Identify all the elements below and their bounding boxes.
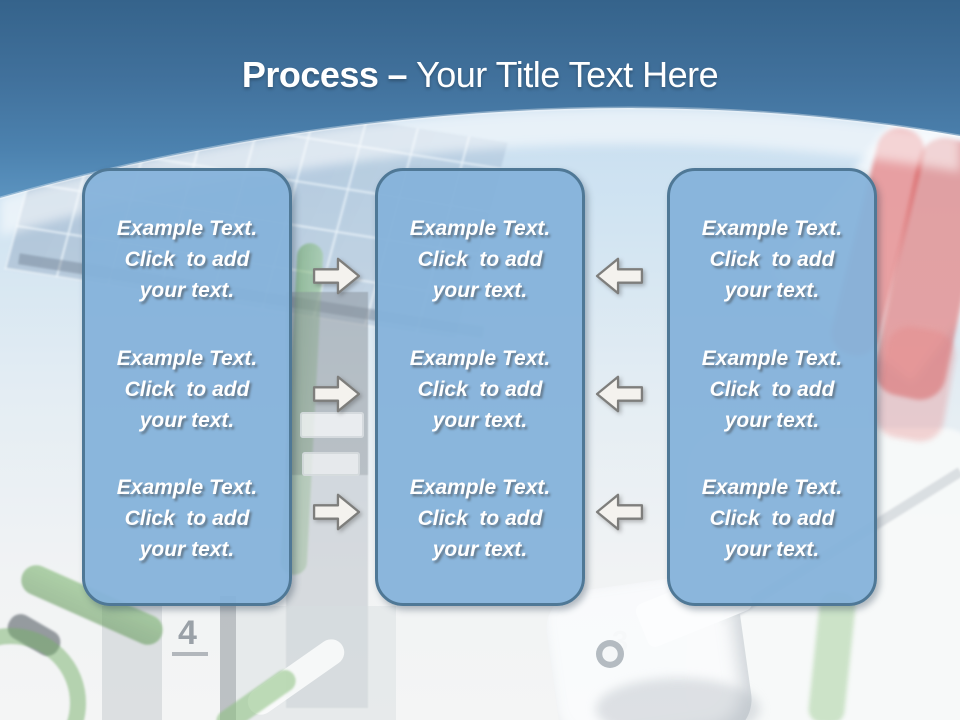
arrow-right-icon	[312, 257, 361, 295]
text-placeholder[interactable]: Example Text. Click to add your text.	[409, 346, 551, 432]
pillar-number-underline	[172, 652, 208, 656]
arrow-right-icon	[312, 375, 361, 413]
text-placeholder[interactable]: Example Text. Click to add your text.	[116, 217, 258, 302]
text-placeholder[interactable]: Example Text. Click to add your text.	[116, 346, 258, 432]
pillar-label-plate	[300, 412, 364, 438]
text-placeholder[interactable]: Example Text. Click to add your text.	[116, 476, 258, 561]
slide-title: Process–Your Title Text Here	[0, 52, 960, 98]
text-placeholder[interactable]: Example Text. Click to add your text.	[409, 217, 551, 302]
arrow-right-icon	[312, 493, 361, 531]
arrow-left-icon	[595, 257, 644, 295]
process-box-middle[interactable]: Example Text. Click to add your text. Ex…	[375, 168, 585, 606]
arrow-left-icon	[595, 493, 644, 531]
charging-pillar-image	[220, 596, 236, 720]
pillar-number: 4	[178, 614, 197, 652]
ev-plug-shadow-image	[596, 678, 760, 720]
title-separator: –	[387, 54, 407, 95]
pillar-label-plate	[302, 452, 360, 476]
title-text: Your Title Text Here	[415, 54, 719, 95]
text-placeholder[interactable]: Example Text. Click to add your text.	[701, 217, 843, 302]
arrow-left-icon	[595, 375, 644, 413]
process-box-left[interactable]: Example Text. Click to add your text. Ex…	[82, 168, 292, 606]
process-box-right[interactable]: Example Text. Click to add your text. Ex…	[667, 168, 877, 606]
title-emphasis: Process	[241, 54, 379, 95]
header-swoosh	[0, 0, 960, 236]
ev-plug-socket-image	[596, 640, 624, 668]
text-placeholder[interactable]: Example Text. Click to add your text.	[701, 476, 843, 561]
green-cable-image	[0, 628, 86, 720]
text-placeholder[interactable]: Example Text. Click to add your text.	[409, 476, 551, 561]
text-placeholder[interactable]: Example Text. Click to add your text.	[701, 346, 843, 432]
